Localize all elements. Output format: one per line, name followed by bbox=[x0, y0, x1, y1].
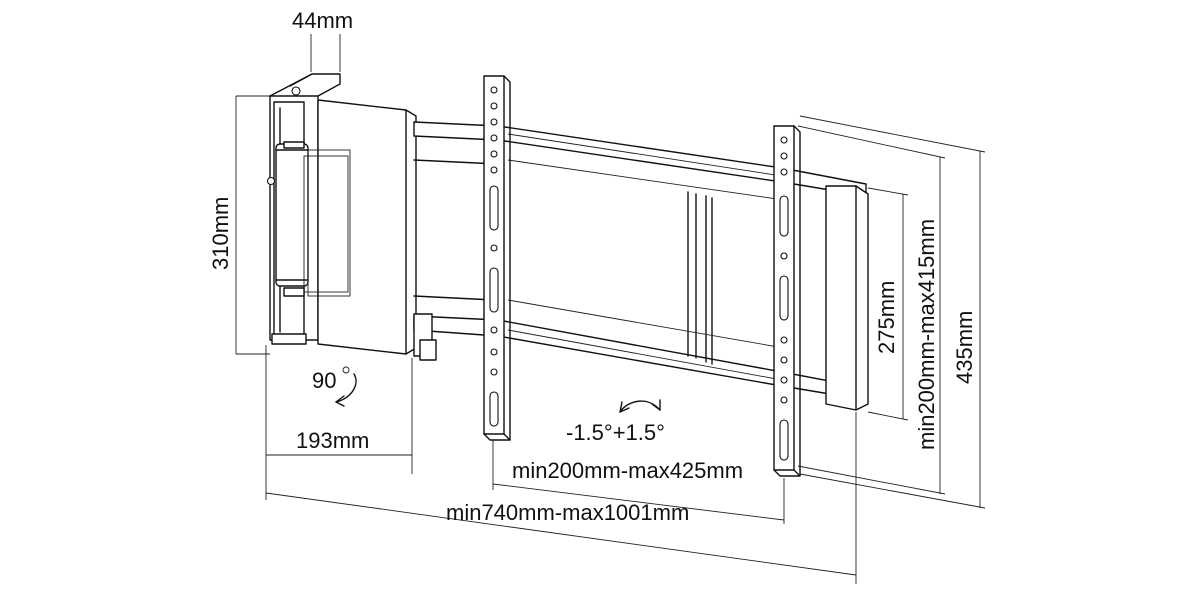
rail-spacing-label: 275mm bbox=[874, 281, 899, 354]
dimension-lines bbox=[235, 34, 986, 584]
swivel-arrow-icon bbox=[335, 373, 357, 407]
right-vesa-bracket bbox=[773, 125, 801, 477]
degree-symbol-icon bbox=[342, 366, 350, 374]
plate-width-label: 44mm bbox=[292, 8, 353, 33]
total-height-label: 435mm bbox=[952, 311, 977, 384]
left-vesa-bracket bbox=[483, 75, 511, 441]
total-width-label: min740mm-max1001mm bbox=[446, 500, 689, 525]
plate-height-label: 310mm bbox=[208, 197, 233, 270]
vesa-vertical-label: min200mm-max415mm bbox=[914, 219, 939, 450]
tilt-arrow-icon bbox=[619, 399, 661, 413]
arm-depth-label: 193mm bbox=[296, 428, 369, 453]
end-cap bbox=[825, 185, 869, 411]
hinge-pivot bbox=[275, 141, 309, 297]
vesa-horizontal-label: min200mm-max425mm bbox=[512, 458, 743, 483]
rails bbox=[413, 121, 867, 401]
center-bars bbox=[507, 146, 785, 365]
swing-arm bbox=[303, 99, 417, 355]
tilt-angle-label: -1.5°+1.5° bbox=[566, 420, 665, 445]
swivel-angle-label: 90 bbox=[312, 368, 336, 393]
